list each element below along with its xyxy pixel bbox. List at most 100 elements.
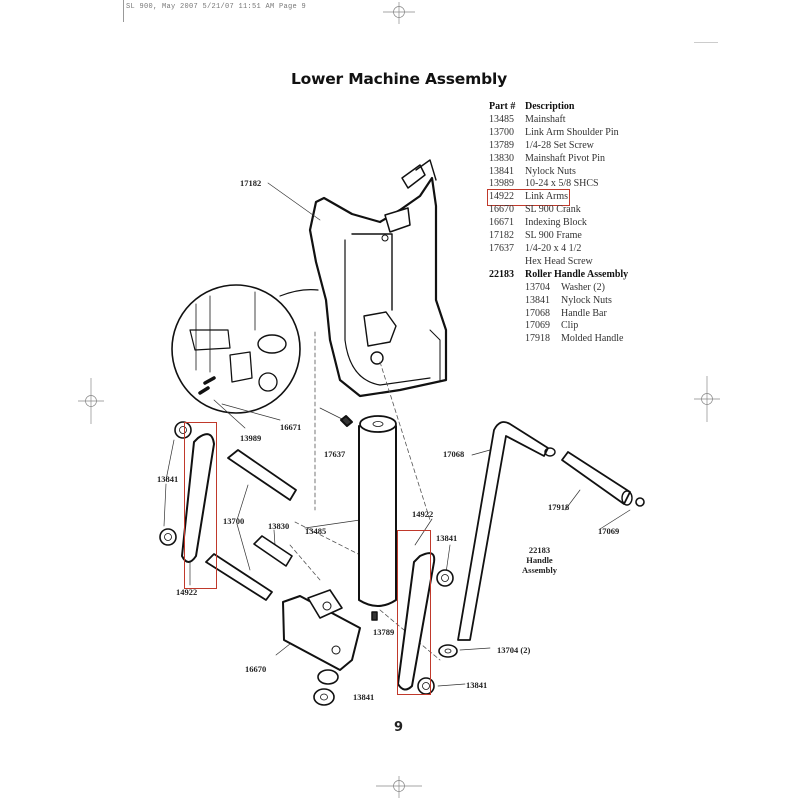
handle-bar-drawing: [457, 421, 645, 641]
part-number: 17068: [525, 307, 550, 319]
callout-17918: 17918: [548, 502, 570, 512]
print-slug: SL 900, May 2007 5/21/07 11:51 AM Page 9: [126, 3, 307, 11]
assembly-subrow: 13704 Washer (2): [489, 282, 628, 295]
handle-assembly-line2: Assembly: [522, 565, 557, 575]
shoulder-pin-lower: [205, 553, 273, 601]
part-description: Hex Head Screw: [525, 255, 593, 267]
crank-drawing: [282, 589, 361, 671]
callout-14922-left: 14922: [176, 587, 198, 597]
part-number: 16670: [489, 204, 514, 216]
part-number: 17918: [525, 333, 550, 345]
callout-16671: 16671: [280, 422, 302, 432]
callout-13485: 13485: [305, 526, 327, 536]
callout-13704: 13704 (2): [497, 645, 531, 655]
part-description: Nylock Nuts: [525, 165, 576, 177]
part-number: 16671: [489, 217, 514, 229]
part-description: 1/4-28 Set Screw: [525, 139, 594, 151]
callout-13841-right: 13841: [436, 533, 458, 543]
part-description: Nylock Nuts: [561, 294, 612, 306]
part-description: 1/4-20 x 4 1/2: [525, 242, 582, 254]
detail-inset: [171, 284, 301, 414]
parts-row: 13700 Link Arm Shoulder Pin: [489, 127, 628, 140]
parts-row: 13789 1/4-28 Set Screw: [489, 140, 628, 153]
callout-17069: 17069: [598, 526, 620, 536]
link-arm-right-highlight: [397, 530, 431, 695]
part-description: Clip: [561, 320, 579, 332]
part-number: 13700: [489, 126, 514, 138]
part-number: 13830: [489, 152, 514, 164]
assembly-row: 22183 Roller Handle Assembly: [489, 269, 628, 282]
shoulder-pin-upper: [227, 449, 297, 501]
assembly-subrow: 17068 Handle Bar: [489, 308, 628, 321]
part-description: Mainshaft Pivot Pin: [525, 152, 606, 164]
part-number: 13789: [489, 139, 514, 151]
header-part: Part #: [489, 101, 516, 112]
set-screw: [371, 611, 378, 621]
part-number: 13704: [525, 281, 550, 293]
callout-13830: 13830: [268, 521, 290, 531]
parts-row: 17182 SL 900 Frame: [489, 230, 628, 243]
part-number: 17182: [489, 230, 514, 242]
registration-mark-right: [694, 376, 720, 422]
assembly-subrow: 17918 Molded Handle: [489, 333, 628, 346]
highlight-box: 14922 Link Arms: [486, 189, 571, 207]
callout-16670: 16670: [245, 664, 267, 674]
callout-13841-bottom-left: 13841: [353, 692, 375, 702]
assembly-part-number: 22183: [489, 268, 514, 280]
callout-14922-right: 14922: [412, 509, 434, 519]
part-number: 14922: [489, 191, 514, 203]
part-number: 13841: [525, 294, 550, 306]
page-number: 9: [394, 720, 404, 735]
part-number: 13485: [489, 113, 514, 125]
part-description: Handle Bar: [561, 307, 607, 319]
callout-13789: 13789: [373, 627, 395, 637]
part-description: Molded Handle: [561, 333, 624, 345]
parts-list-header: Part # Description: [489, 101, 628, 114]
parts-row: 17637 1/4-20 x 4 1/2: [489, 243, 628, 256]
header-description: Description: [525, 101, 575, 112]
link-arm-left-highlight: [184, 422, 217, 589]
link-arm-right-drawing: [397, 552, 436, 691]
slug-rule: [123, 0, 124, 22]
handle-assembly-number: 22183: [528, 545, 551, 555]
nuts-washers: [159, 421, 458, 706]
handle-assembly-label: 22183 Handle Assembly: [522, 545, 557, 575]
frame-drawing: [279, 159, 448, 398]
crop-mark: [694, 42, 718, 43]
registration-mark-left: [78, 378, 104, 424]
assembly-subrow: 17069 Clip: [489, 320, 628, 333]
part-number: 17069: [525, 320, 550, 332]
callout-17637: 17637: [324, 449, 346, 459]
part-number: 17637: [489, 242, 514, 254]
part-description: Washer (2): [561, 281, 605, 293]
parts-row: Hex Head Screw: [489, 256, 628, 269]
assembly-description: Roller Handle Assembly: [525, 268, 629, 280]
assembly-subrow: 13841 Nylock Nuts: [489, 295, 628, 308]
callout-13841-left: 13841: [157, 474, 179, 484]
callout-13989: 13989: [240, 433, 262, 443]
callout-17068: 17068: [443, 449, 465, 459]
callout-13841-bottom-right: 13841: [466, 680, 488, 690]
registration-mark-top: [383, 2, 415, 24]
part-description: SL 900 Frame: [525, 230, 582, 242]
part-number: 13989: [489, 178, 514, 190]
part-description: Link Arms: [525, 191, 569, 203]
parts-row-highlighted: 14922 Link Arms: [486, 189, 628, 207]
part-description: SL 900 Crank: [525, 204, 581, 216]
parts-row: 13989 10-24 x 5/8 SHCS: [489, 178, 628, 191]
part-description: Link Arm Shoulder Pin: [525, 126, 619, 138]
parts-row: 13830 Mainshaft Pivot Pin: [489, 153, 628, 166]
link-arm-left-drawing: [181, 433, 215, 563]
mainshaft-drawing: [358, 415, 397, 607]
pivot-pin: [253, 535, 293, 567]
part-description: 10-24 x 5/8 SHCS: [525, 178, 599, 190]
part-description: Indexing Block: [525, 217, 587, 229]
registration-mark-bottom: [376, 776, 422, 798]
handle-assembly-line1: Handle: [526, 555, 553, 565]
page-title: Lower Machine Assembly: [291, 70, 507, 89]
callout-17182: 17182: [240, 178, 262, 188]
